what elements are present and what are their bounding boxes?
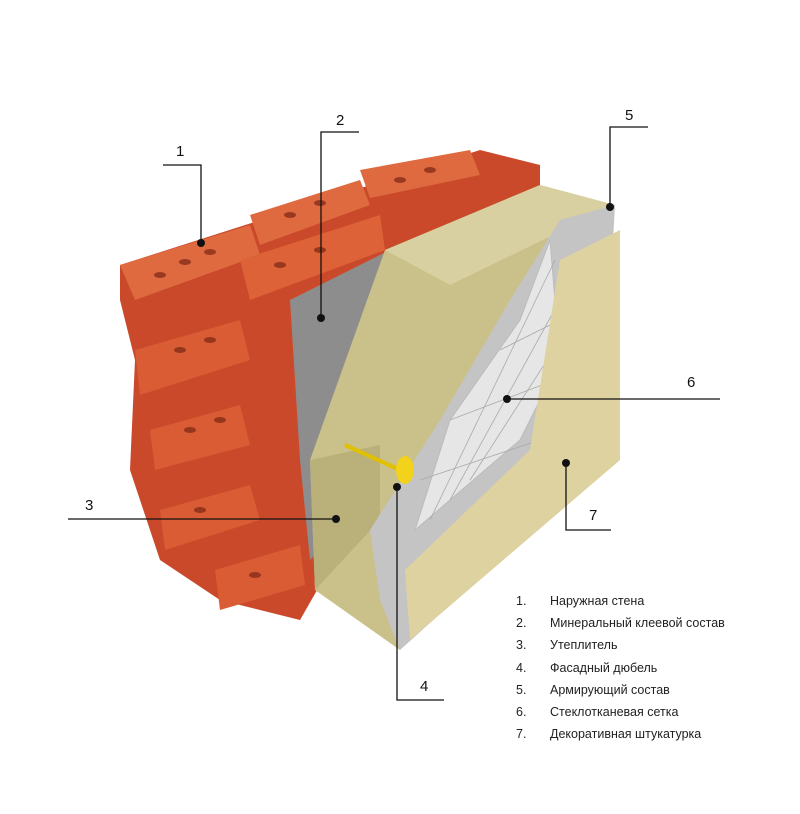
- legend-item: 5. Армирующий состав: [516, 679, 725, 701]
- legend-item: 1. Наружная стена: [516, 590, 725, 612]
- callout-label-6: 6: [687, 374, 696, 391]
- legend-label: Наружная стена: [550, 594, 645, 608]
- callout-label-7: 7: [589, 507, 598, 524]
- legend-label: Декоративная штукатурка: [550, 727, 702, 742]
- legend-item: 6. Стеклотканевая сетка: [516, 701, 725, 723]
- legend-label: Минеральный клеевой состав: [550, 616, 725, 631]
- legend-label: Фасадный дюбель: [550, 660, 658, 675]
- callout-label-4: 4: [420, 678, 429, 695]
- legend-number: 1.: [516, 594, 527, 608]
- legend-number: 4.: [516, 660, 527, 675]
- legend-label: Стеклотканевая сетка: [550, 705, 679, 720]
- callout-lines: [68, 126, 720, 701]
- legend-number: 3.: [516, 638, 527, 653]
- legend: 1. Наружная стена 2. Минеральный клеевой с…: [516, 590, 725, 745]
- callout-label-5: 5: [625, 107, 634, 124]
- facade-dowel: [344, 443, 414, 484]
- legend-item: 3. Утеплитель: [516, 634, 725, 656]
- legend-number: 6.: [516, 705, 527, 720]
- legend-number: 5.: [516, 682, 527, 697]
- legend-number: 2.: [516, 616, 527, 631]
- legend-label: Армирующий состав: [550, 682, 670, 697]
- callout-label-3: 3: [85, 497, 94, 514]
- legend-number: 7.: [516, 727, 527, 742]
- callout-dots: [197, 203, 614, 523]
- legend-item: 4. Фасадный дюбель: [516, 657, 725, 679]
- legend-item: 2. Минеральный клеевой состав: [516, 612, 725, 634]
- legend-item: 7. Декоративная штукатурка: [516, 723, 725, 745]
- decorative-plaster: [405, 230, 620, 640]
- legend-label: Утеплитель: [550, 638, 618, 653]
- callout-label-1: 1: [176, 143, 185, 160]
- callout-label-2: 2: [336, 112, 345, 129]
